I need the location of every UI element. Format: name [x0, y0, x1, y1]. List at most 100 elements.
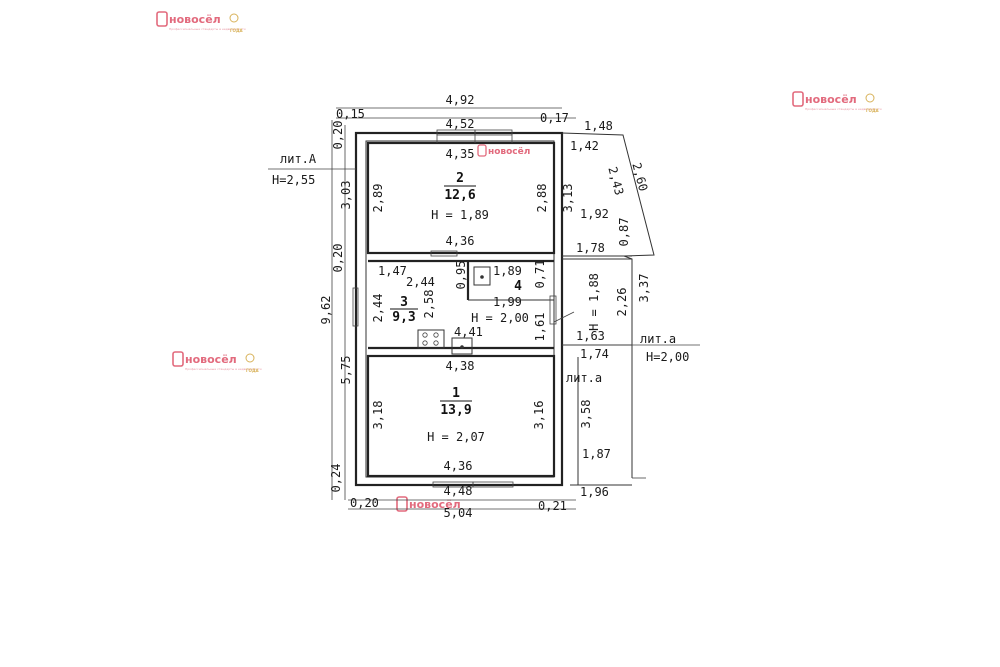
dim-r1-bottom: 4,36: [444, 459, 473, 473]
dim-r3-095: 0,95: [454, 261, 468, 290]
award-icon: [229, 13, 239, 23]
door: [549, 295, 557, 325]
dim-left-seg-2: 5,75: [339, 356, 353, 385]
watermark-year: ГОДА: [866, 108, 880, 113]
dim-annex-226: 2,26: [615, 288, 629, 317]
window: [472, 481, 514, 488]
dim-r3-441: 4,41: [454, 325, 483, 339]
watermark-brand: новосёл: [805, 93, 857, 106]
room-1-label: 1 13,9 Н = 2,07: [427, 386, 485, 444]
room-height: Н = 1,89: [431, 208, 489, 222]
dim-bottom-right-off: 0,21: [538, 499, 567, 513]
dim-annex-337: 3,37: [637, 274, 651, 303]
dim-annex-187: 1,87: [582, 447, 611, 461]
dim-annex-313: 3,13: [561, 184, 575, 213]
dim-annex-174: 1,74: [580, 347, 609, 361]
room-number: 1: [452, 386, 460, 401]
dim-left-total: 9,62: [319, 296, 333, 325]
watermark-tagline: Профессиональные стандарты в недвижимост…: [805, 107, 882, 111]
lit-annex-label-2: лит.а: [566, 371, 602, 385]
room-height: Н = 2,07: [427, 430, 485, 444]
house-logo-icon: [396, 496, 408, 512]
watermark-center: новосёл: [477, 144, 530, 157]
dim-annex-178: 1,78: [576, 241, 605, 255]
stove-icon: [417, 329, 445, 349]
room-area: 12,6: [444, 188, 475, 203]
room-4-label: 4: [514, 279, 522, 294]
vertical-dimensions: 0,20 3,03 0,20 9,62 5,75 0,24 2,89 2,88 …: [319, 121, 651, 493]
house-logo-icon: [792, 91, 804, 107]
watermark-top-right: новосёл Профессиональные стандарты в нед…: [792, 91, 882, 113]
dim-r4-071: 0,71: [533, 260, 547, 289]
watermark-brand: новосёл: [169, 13, 221, 26]
dim-left-wall-1: 0,20: [331, 121, 345, 150]
room-1-walls: [366, 354, 556, 478]
room-number: 3: [400, 295, 408, 310]
height-main-label: Н=2,55: [272, 173, 315, 187]
room-2-walls: [366, 141, 556, 255]
room-area: 13,9: [440, 403, 471, 418]
dim-r1-left: 3,18: [371, 401, 385, 430]
award-icon: [245, 353, 255, 363]
watermark-brand: новосёл: [409, 498, 461, 511]
dim-annex-148: 1,48: [584, 119, 613, 133]
door: [430, 250, 458, 257]
award-icon: [865, 93, 875, 103]
watermark-tagline: Профессиональные стандарты в недвижимост…: [185, 367, 262, 371]
dim-r1-top: 4,38: [446, 359, 475, 373]
dim-left-wall-2: 0,20: [331, 244, 345, 273]
dim-r4-161: 1,61: [533, 313, 547, 342]
dim-r3-244a: 2,44: [406, 275, 435, 289]
dim-annex-192: 1,92: [580, 207, 609, 221]
window: [352, 287, 359, 327]
dim-annex-163: 1,63: [576, 329, 605, 343]
lit-annex-label: лит.а: [640, 332, 676, 346]
watermark-year: ГОДА: [246, 368, 260, 373]
window: [474, 129, 513, 136]
sink-icon: [451, 337, 473, 355]
dim-r2-right: 2,88: [535, 184, 549, 213]
dim-annex-260: 2,60: [629, 161, 650, 193]
lit-main-label: лит.А: [280, 152, 317, 166]
room-height: Н = 2,00: [471, 311, 529, 325]
watermark-top-left: новосёл Профессиональные стандарты в нед…: [156, 11, 246, 33]
dim-r2-left: 2,89: [371, 184, 385, 213]
room-area: 9,3: [392, 310, 415, 325]
watermark-bottom: новосёл: [396, 496, 461, 512]
room-number: 2: [456, 171, 464, 186]
watermark-brand: новосёл: [488, 147, 530, 157]
dim-r2-top: 4,35: [446, 147, 475, 161]
dim-annex-358: 3,58: [579, 400, 593, 429]
dim-r4-199: 1,99: [493, 295, 522, 309]
dim-annex-142: 1,42: [570, 139, 599, 153]
dim-r3-244b: 2,44: [371, 294, 385, 323]
room-2-label: 2 12,6 Н = 1,89: [431, 171, 489, 222]
dim-bottom-left-off: 0,20: [350, 496, 379, 510]
dim-r3-258: 2,58: [422, 290, 436, 319]
dim-top-total: 4,92: [446, 93, 475, 107]
house-logo-icon: [156, 11, 168, 27]
dimension-lines: [268, 107, 700, 510]
house-logo-icon: [477, 144, 487, 157]
kitchen-fixtures: [417, 266, 491, 355]
dim-r2-bottom: 4,36: [446, 234, 475, 248]
sink-icon: [473, 266, 491, 286]
room-3-label: 3 9,3 Н = 2,00: [390, 295, 529, 325]
watermark-year: ГОДА: [230, 28, 244, 33]
dim-bottom-inner: 4,48: [444, 484, 473, 498]
outer-wall: [354, 131, 564, 487]
room-number: 4: [514, 279, 522, 294]
annex-height: Н = 1,88: [587, 273, 601, 331]
dim-top-left-off: 0,15: [336, 107, 365, 121]
dim-left-seg-1: 3,03: [339, 181, 353, 210]
dim-bottom-total: 5,04: [444, 506, 473, 520]
dim-r1-right: 3,16: [532, 401, 546, 430]
dim-r3-147: 1,47: [378, 264, 407, 278]
dim-top-inner: 4,52: [446, 117, 475, 131]
dim-left-wall-3: 0,24: [329, 464, 343, 493]
dim-r4-189: 1,89: [493, 264, 522, 278]
main-house-walls: [352, 129, 575, 488]
dim-annex-196: 1,96: [580, 485, 609, 499]
